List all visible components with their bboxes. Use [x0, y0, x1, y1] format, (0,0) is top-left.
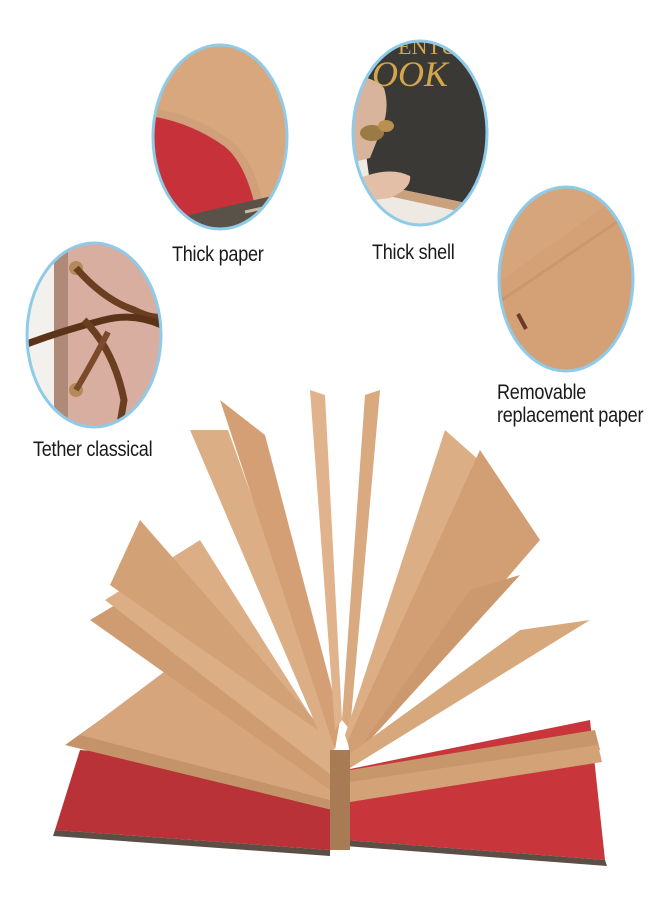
open-book-image	[50, 390, 610, 870]
thick-shell-circle: OOK ENTU	[350, 38, 490, 228]
cover-title-text: OOK	[372, 54, 450, 94]
thick-paper-label: Thick paper	[172, 243, 264, 266]
removable-paper-label-line1: Removable	[497, 381, 587, 404]
tether-label: Tether classical	[33, 438, 153, 461]
thick-shell-label: Thick shell	[372, 241, 455, 264]
tether-circle	[24, 240, 164, 430]
removable-paper-circle	[496, 184, 636, 374]
removable-paper-label-line2: replacement paper	[497, 404, 644, 427]
thick-paper-circle	[150, 42, 290, 232]
